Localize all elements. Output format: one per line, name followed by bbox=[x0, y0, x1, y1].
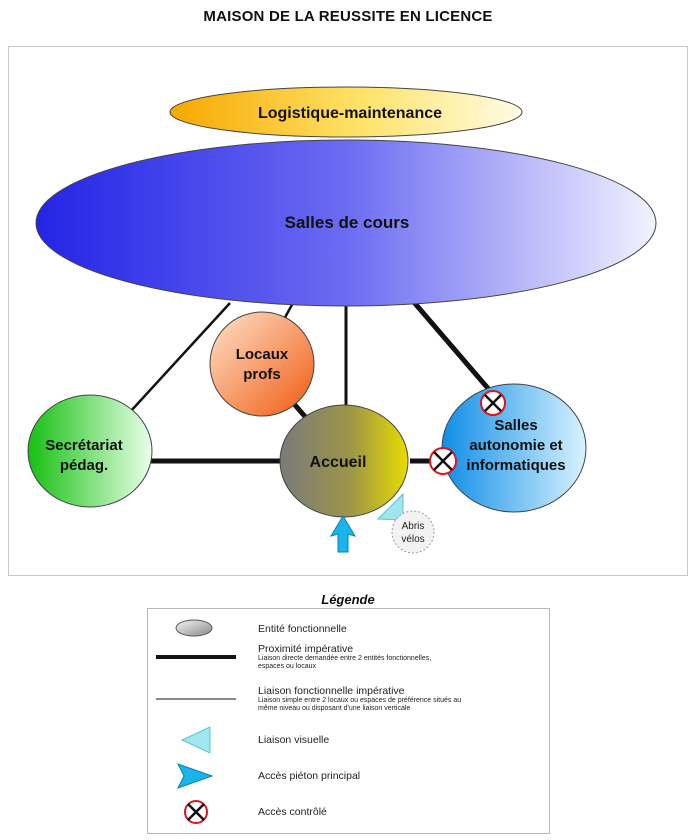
legend-item: Accès piéton principal bbox=[148, 761, 549, 791]
label-secretariat-line1: Secrétariat bbox=[45, 437, 123, 454]
link-salles-autonomie-salles-cours bbox=[410, 298, 500, 402]
label-abris-velos-line1: Abris bbox=[402, 521, 425, 532]
node-abris-velos bbox=[391, 510, 435, 554]
legend-label: Liaison fonctionnelle impérative bbox=[258, 685, 405, 697]
legend-detail: Liaison directe demandée entre 2 entités… bbox=[258, 655, 432, 662]
label-locaux-profs-line1: Locaux bbox=[236, 346, 289, 363]
pedestrian-access-arrow-icon bbox=[329, 515, 357, 553]
legend-item: Proximité impérative Liaison directe dem… bbox=[148, 643, 549, 683]
legend-item: Liaison fonctionnelle impérative Liaison… bbox=[148, 685, 549, 725]
visual-link-triangle-icon bbox=[180, 726, 211, 754]
label-abris-velos-line2: vélos bbox=[401, 534, 424, 545]
label-locaux-profs-line2: profs bbox=[243, 366, 281, 383]
visual-link-triangle-icon bbox=[376, 492, 404, 521]
legend-label: Accès piéton principal bbox=[258, 770, 361, 782]
functional-entity-ellipse-icon bbox=[175, 619, 213, 637]
label-salles-autonomie-line1: Salles bbox=[494, 417, 537, 434]
label-salles-de-cours: Salles de cours bbox=[285, 213, 410, 232]
legend-detail: espaces ou locaux bbox=[258, 663, 316, 670]
controlled-access-icon bbox=[480, 390, 506, 416]
legend-item: Entité fonctionnelle bbox=[148, 615, 549, 641]
label-secretariat-line2: pédag. bbox=[60, 457, 108, 474]
label-accueil: Accueil bbox=[310, 454, 367, 471]
legend-label: Proximité impérative bbox=[258, 643, 354, 655]
label-salles-autonomie-line2: autonomie et bbox=[469, 437, 562, 454]
node-salles-de-cours bbox=[35, 139, 657, 307]
label-logistique-maintenance: Logistique-maintenance bbox=[258, 105, 442, 122]
legend-label: Liaison visuelle bbox=[258, 734, 330, 746]
controlled-access-icon bbox=[184, 800, 208, 824]
node-locaux-profs bbox=[209, 311, 315, 417]
legend-label: Accès contrôlé bbox=[258, 806, 327, 818]
legend-detail: Liaison simple entre 2 locaux ou espaces… bbox=[258, 697, 462, 704]
link-secretariat-salles-cours bbox=[129, 302, 231, 413]
legend-item: Accès contrôlé bbox=[148, 797, 549, 827]
legend-detail: même niveau ou disposant d'une liaison v… bbox=[258, 705, 411, 712]
node-logistique-maintenance bbox=[169, 86, 523, 138]
page-title: MAISON DE LA REUSSITE EN LICENCE bbox=[203, 8, 493, 25]
legend-label: Entité fonctionnelle bbox=[258, 623, 347, 635]
legend-title: Légende bbox=[321, 592, 375, 607]
legend: Entité fonctionnelle Proximité impérativ… bbox=[147, 608, 550, 834]
thin-line-icon bbox=[156, 698, 236, 700]
controlled-access-icon bbox=[429, 447, 457, 475]
diagram-canvas: Logistique-maintenance Salles de cours L… bbox=[27, 86, 657, 554]
label-salles-autonomie-line3: informatiques bbox=[466, 457, 565, 474]
pedestrian-access-arrow-icon bbox=[176, 763, 214, 789]
legend-item: Liaison visuelle bbox=[148, 725, 549, 755]
thick-line-icon bbox=[156, 655, 236, 659]
node-secretariat-pedag bbox=[27, 394, 153, 508]
